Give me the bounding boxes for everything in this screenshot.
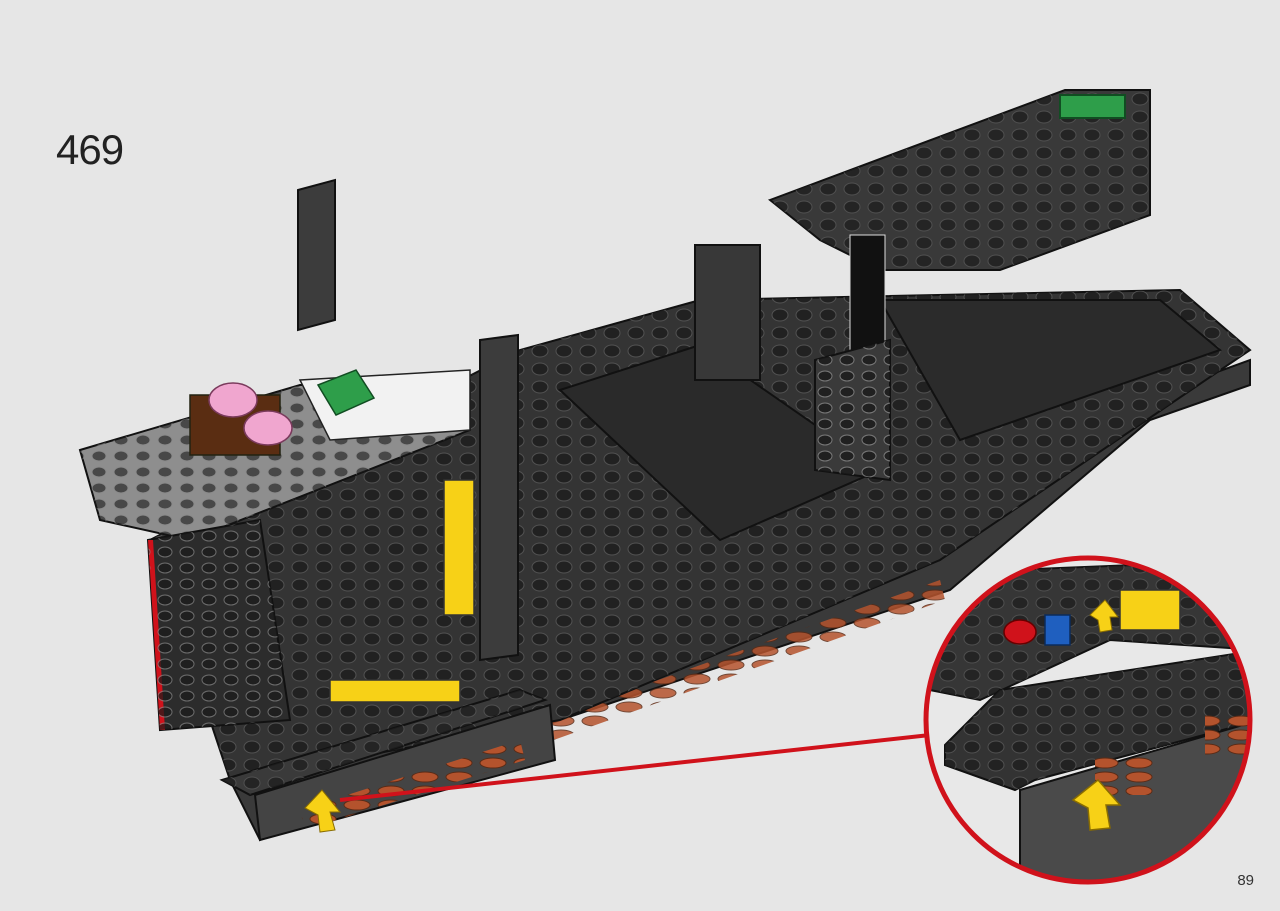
page-number: 89 xyxy=(1237,872,1254,889)
base-assembly xyxy=(78,89,1252,842)
placement-arrow-icon xyxy=(1089,599,1120,633)
callout-leader-line xyxy=(339,733,931,802)
zoom-callout-circle xyxy=(923,555,1253,885)
placement-arrow-icon xyxy=(1071,778,1122,831)
step-number: 469 xyxy=(56,126,124,173)
placement-arrow-icon xyxy=(304,789,342,833)
